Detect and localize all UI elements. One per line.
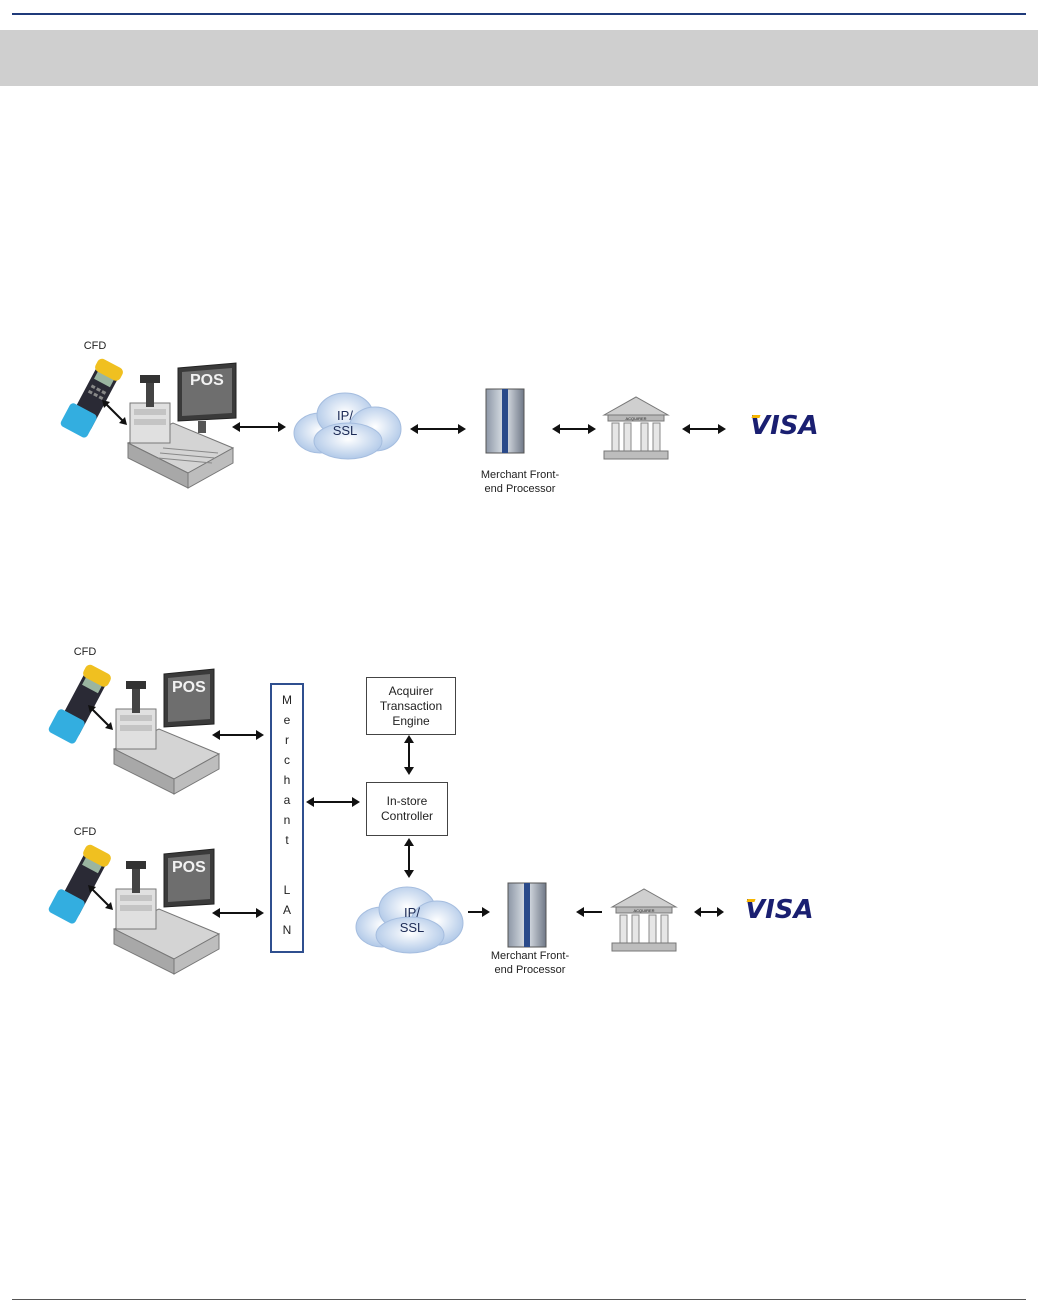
arrow-lan-controller-icon (306, 797, 360, 807)
acquirer-bank-icon-2: ACQUIRER (610, 888, 678, 952)
cloud-label-line2: SSL (332, 423, 358, 438)
arrow-pos-bottom-lan-icon (212, 908, 264, 918)
acquirer-bank-icon: ACQUIRER (602, 396, 670, 460)
cloud-icon-2 (355, 886, 464, 954)
lan-letter: L (283, 883, 291, 897)
lan-letter: n (283, 813, 291, 827)
processor-label-line1: Merchant Front- (480, 469, 560, 481)
controller-label-line2: Controller (380, 809, 434, 823)
header-band (0, 30, 1038, 86)
arrow-bank-visa-icon (682, 424, 726, 434)
cfd-pos-arrow-bottom-icon (88, 885, 113, 910)
lan-letter: c (284, 753, 290, 767)
processor-label-line2: end Processor (494, 964, 566, 976)
cfd-label-top: CFD (73, 646, 97, 658)
top-rule (12, 13, 1026, 15)
cfd-pos-arrow-icon (102, 400, 127, 425)
visa-logo: VISA (750, 411, 819, 441)
arrow-cloud-processor-2-icon (468, 907, 490, 917)
engine-label-line3: Engine (392, 713, 430, 728)
visa-logo-text: VISA (745, 895, 814, 925)
merchant-lan-box: M e r c h a n t L A N (270, 683, 304, 953)
multi-pos-lan-diagram: CFD POS CFD (0, 635, 1038, 1005)
engine-label-line2: Transaction (379, 698, 443, 713)
cloud-label-line2: SSL (399, 920, 425, 935)
bottom-rule (12, 1299, 1026, 1300)
cfd-device-top-icon (48, 664, 111, 744)
visa-flick (746, 899, 756, 902)
single-pos-diagram: CFD POS (0, 325, 1038, 515)
engine-label-line1: Acquirer (388, 683, 434, 698)
pos-terminal-bottom-icon (112, 848, 221, 975)
cfd-pos-arrow-top-icon (88, 705, 113, 730)
processor-label-line1: Merchant Front- (490, 950, 570, 962)
controller-label-line1: In-store (386, 794, 428, 808)
arrow-pos-top-lan-icon (212, 730, 264, 740)
lan-letter: M (282, 693, 292, 707)
processor-label: Merchant Front- end Processor (460, 468, 580, 496)
pos-screen-label-top: POS (172, 679, 206, 696)
acquirer-transaction-engine-box: Acquirer Transaction Engine (366, 677, 456, 735)
arrow-pos-cloud-icon (232, 422, 286, 432)
lan-letter: A (282, 903, 291, 917)
bank-sign-2: ACQUIRER (633, 908, 654, 913)
lan-letter: h (283, 773, 291, 787)
bank-sign: ACQUIRER (625, 416, 646, 421)
cfd-device-bottom-icon (48, 844, 111, 924)
arrow-processor-bank-icon (552, 424, 596, 434)
lan-letter: t (285, 833, 289, 847)
cloud-label: IP/ SSL (310, 408, 380, 438)
lan-letter: N (282, 923, 292, 937)
cloud-label-line1: IP/ (404, 905, 420, 920)
processor-label-2: Merchant Front- end Processor (470, 949, 590, 977)
pos-terminal-top-icon (112, 668, 221, 795)
lan-letter: e (283, 713, 291, 727)
pos-screen-label: POS (190, 372, 224, 389)
lan-letter: a (283, 793, 291, 807)
arrow-bank-visa-2-icon (694, 907, 724, 917)
arrow-cloud-processor-icon (410, 424, 466, 434)
visa-logo-text: VISA (750, 411, 819, 441)
cfd-device-icon (60, 358, 123, 438)
cfd-label-bottom: CFD (73, 826, 97, 838)
cloud-icon (293, 392, 402, 460)
visa-logo-2: VISA (745, 895, 814, 925)
cloud-label-2: IP/ SSL (377, 905, 447, 935)
pos-terminal-icon (126, 362, 237, 489)
cfd-label: CFD (83, 340, 107, 352)
arrow-engine-controller-icon (404, 735, 414, 775)
lan-letter: r (285, 733, 289, 747)
in-store-controller-box: In-store Controller (366, 782, 448, 836)
server-icon (485, 388, 525, 454)
arrow-bank-processor-2-icon (576, 907, 602, 917)
server-icon-2 (507, 882, 547, 948)
processor-label-line2: end Processor (484, 483, 556, 495)
pos-screen-label-bottom: POS (172, 859, 206, 876)
cloud-label-line1: IP/ (337, 408, 353, 423)
arrow-controller-cloud-icon (404, 838, 414, 878)
visa-flick (751, 415, 761, 418)
